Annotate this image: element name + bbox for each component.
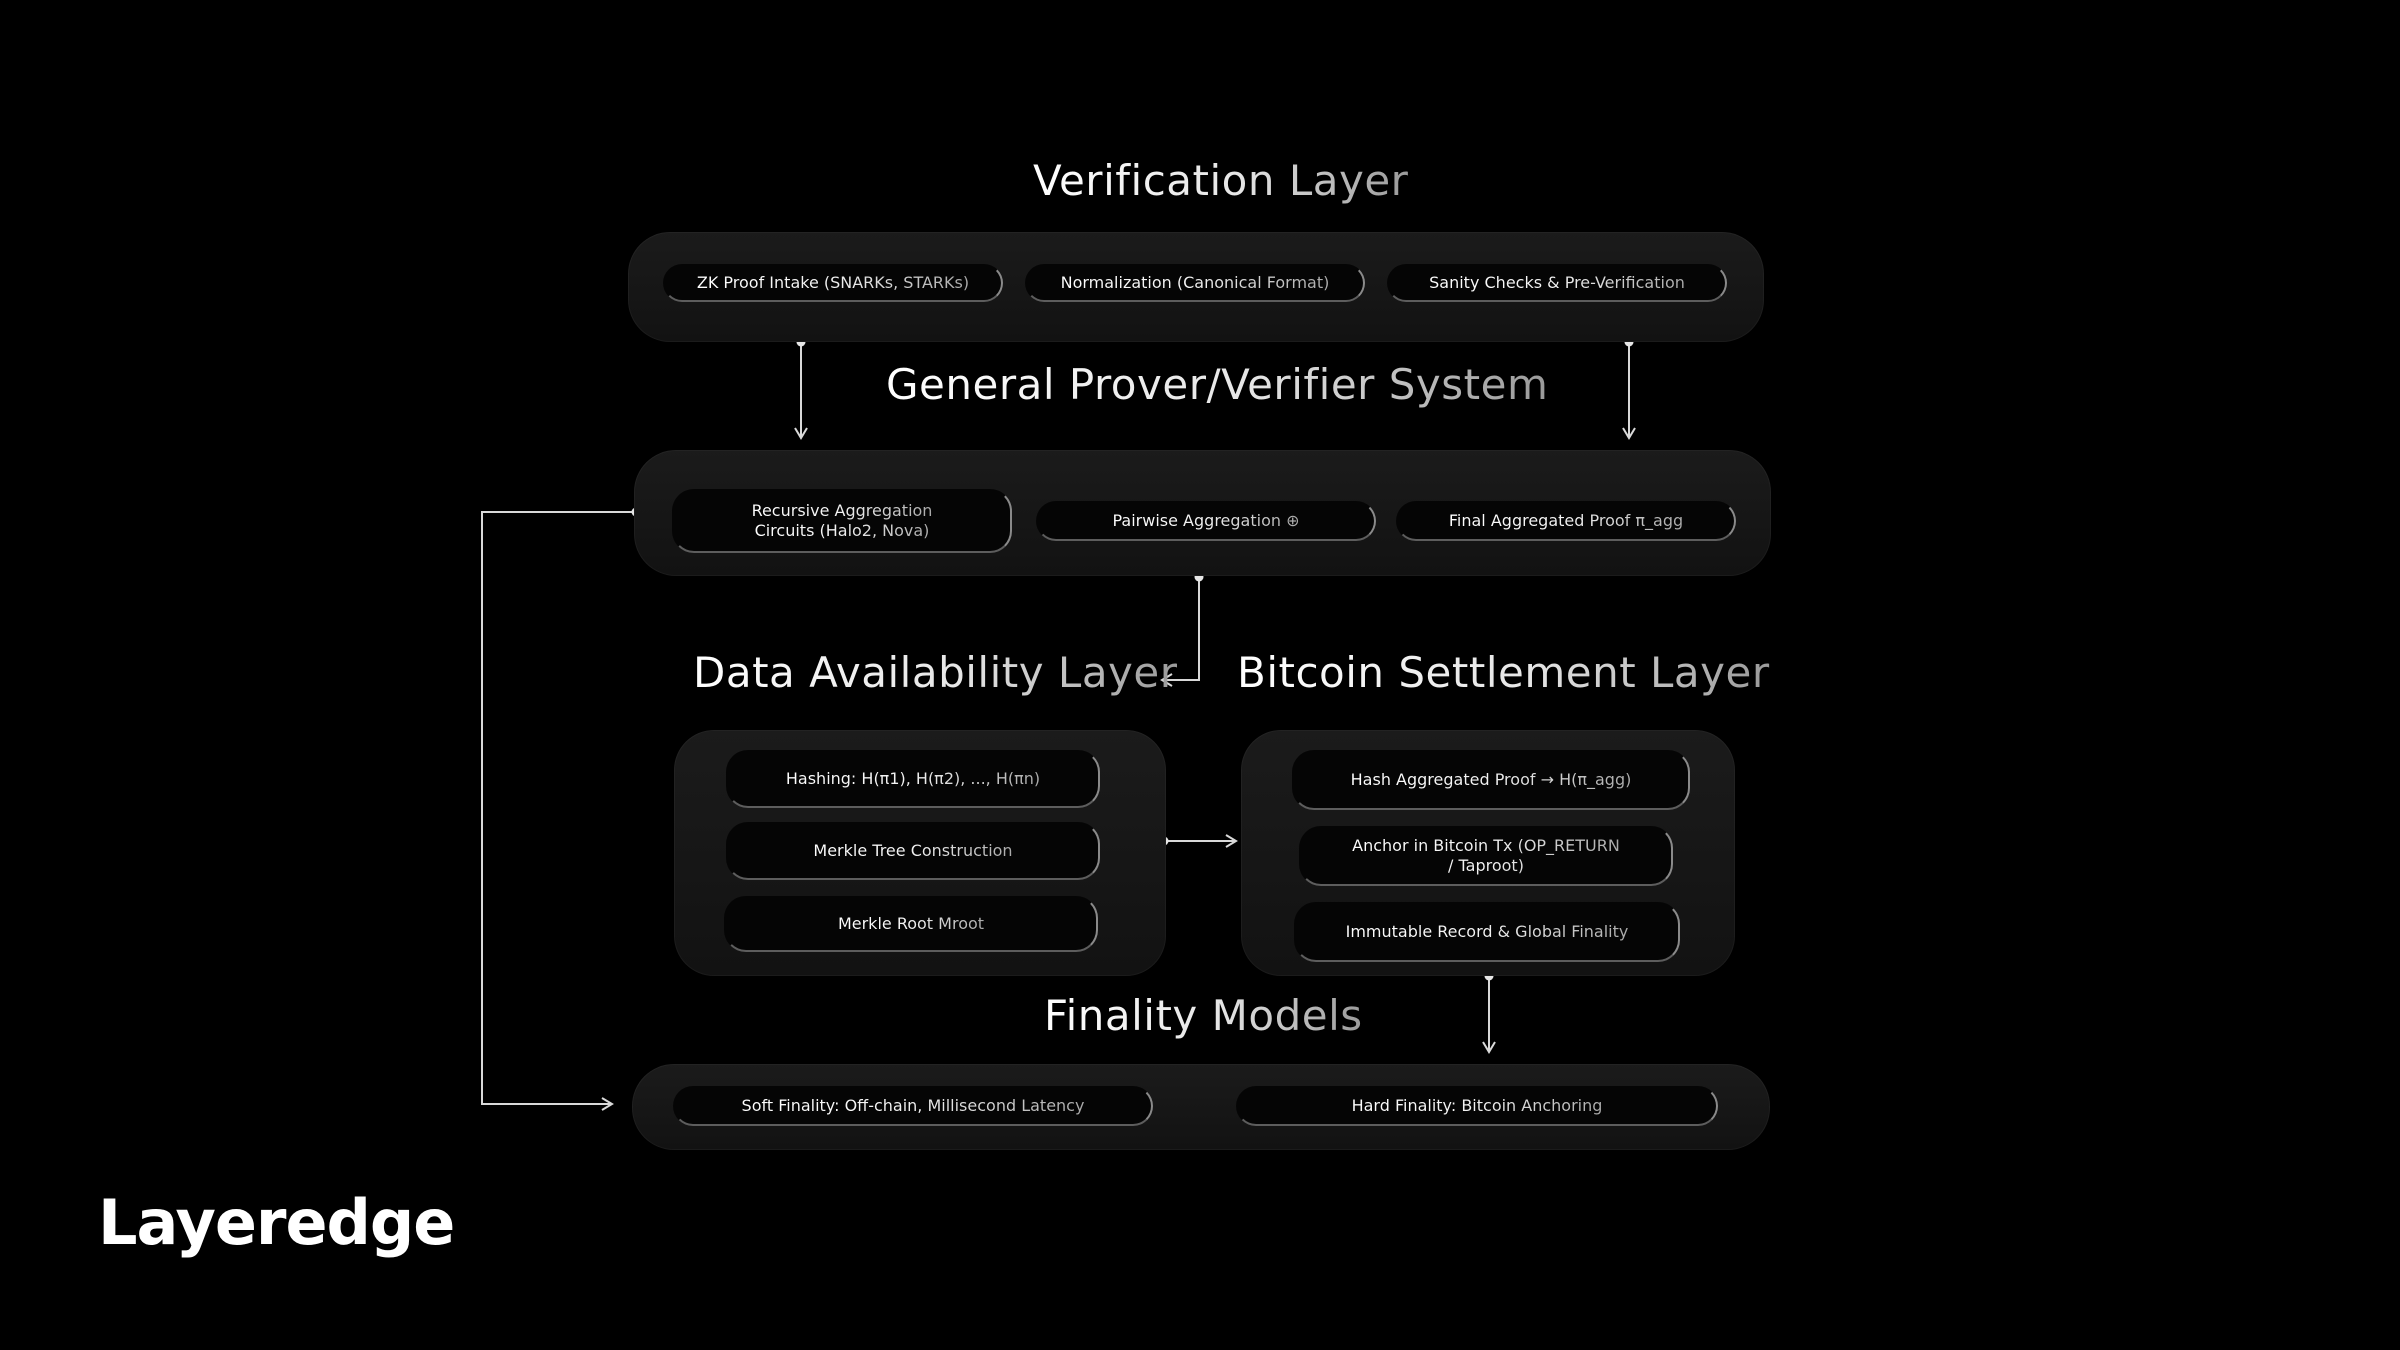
- verification-layer-title: Verification Layer: [1033, 156, 1409, 205]
- step-label: Recursive Aggregation Circuits (Halo2, N…: [751, 501, 933, 540]
- step-recursive-aggregation: Recursive Aggregation Circuits (Halo2, N…: [672, 489, 1012, 553]
- layeredge-logo: Layeredge: [98, 1186, 455, 1259]
- step-pairwise-aggregation: Pairwise Aggregation ⊕: [1036, 501, 1376, 541]
- finality-models-title: Finality Models: [1044, 991, 1363, 1040]
- step-zk-proof-intake: ZK Proof Intake (SNARKs, STARKs): [663, 264, 1003, 302]
- step-normalization: Normalization (Canonical Format): [1025, 264, 1365, 302]
- step-label: Pairwise Aggregation ⊕: [1112, 511, 1300, 530]
- step-final-aggregated-proof: Final Aggregated Proof π_agg: [1396, 501, 1736, 541]
- step-hashing: Hashing: H(π1), H(π2), ..., H(πn): [726, 750, 1100, 808]
- bitcoin-settlement-title: Bitcoin Settlement Layer: [1237, 648, 1770, 697]
- step-label: Sanity Checks & Pre-Verification: [1429, 273, 1685, 292]
- arrow-prover-to-finality: [481, 511, 635, 1111]
- step-anchor-bitcoin-tx: Anchor in Bitcoin Tx (OP_RETURN / Taproo…: [1299, 826, 1673, 886]
- data-availability-title: Data Availability Layer: [693, 648, 1178, 697]
- step-merkle-root: Merkle Root Mroot: [724, 896, 1098, 952]
- step-label: Hash Aggregated Proof → H(π_agg): [1350, 770, 1632, 789]
- step-label: Hashing: H(π1), H(π2), ..., H(πn): [785, 769, 1041, 788]
- model-hard-finality: Hard Finality: Bitcoin Anchoring: [1236, 1086, 1718, 1126]
- step-label: Final Aggregated Proof π_agg: [1448, 511, 1684, 530]
- step-label: Merkle Root Mroot: [837, 914, 985, 933]
- step-merkle-tree: Merkle Tree Construction: [726, 822, 1100, 880]
- step-label: Merkle Tree Construction: [813, 841, 1013, 860]
- model-soft-finality: Soft Finality: Off-chain, Millisecond La…: [673, 1086, 1153, 1126]
- model-label: Soft Finality: Off-chain, Millisecond La…: [741, 1096, 1085, 1115]
- model-label: Hard Finality: Bitcoin Anchoring: [1351, 1096, 1603, 1115]
- step-label: Immutable Record & Global Finality: [1345, 922, 1629, 941]
- prover-system-title: General Prover/Verifier System: [886, 360, 1549, 409]
- step-label: Anchor in Bitcoin Tx (OP_RETURN / Taproo…: [1352, 836, 1620, 875]
- step-label: ZK Proof Intake (SNARKs, STARKs): [696, 273, 970, 292]
- step-label: Normalization (Canonical Format): [1060, 273, 1330, 292]
- step-immutable-record: Immutable Record & Global Finality: [1294, 902, 1680, 962]
- step-hash-aggregated-proof: Hash Aggregated Proof → H(π_agg): [1292, 750, 1690, 810]
- step-sanity-checks: Sanity Checks & Pre-Verification: [1387, 264, 1727, 302]
